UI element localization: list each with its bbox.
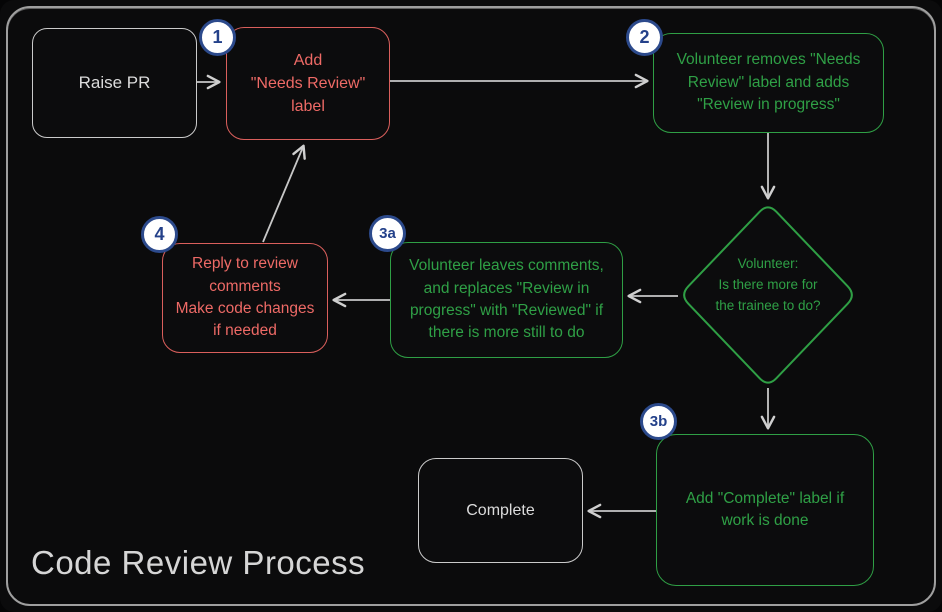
decision-diamond xyxy=(683,206,853,384)
step-badge-1: 1 xyxy=(199,19,236,56)
node-volunteer-removes-label: Volunteer removes "Needs Review" label a… xyxy=(653,33,884,133)
arrow-reply-to-needsreview xyxy=(262,144,306,243)
node-raise-pr: Raise PR xyxy=(32,28,197,138)
step-badge-2: 2 xyxy=(626,19,663,56)
step-badge-3b: 3b xyxy=(640,403,677,440)
diagram-title: Code Review Process xyxy=(31,544,366,581)
node-reply-to-review-comments: Reply to review comments Make code chang… xyxy=(162,243,328,353)
node-add-needs-review-label: Add "Needs Review" label xyxy=(226,27,390,140)
node-complete: Complete xyxy=(418,458,583,563)
decision-label: Volunteer: Is there more for the trainee… xyxy=(715,256,821,313)
node-add-complete-label: Add "Complete" label if work is done xyxy=(656,434,874,586)
step-badge-3a: 3a xyxy=(369,215,406,252)
node-volunteer-leaves-comments: Volunteer leaves comments, and replaces … xyxy=(390,242,623,358)
step-badge-4: 4 xyxy=(141,216,178,253)
